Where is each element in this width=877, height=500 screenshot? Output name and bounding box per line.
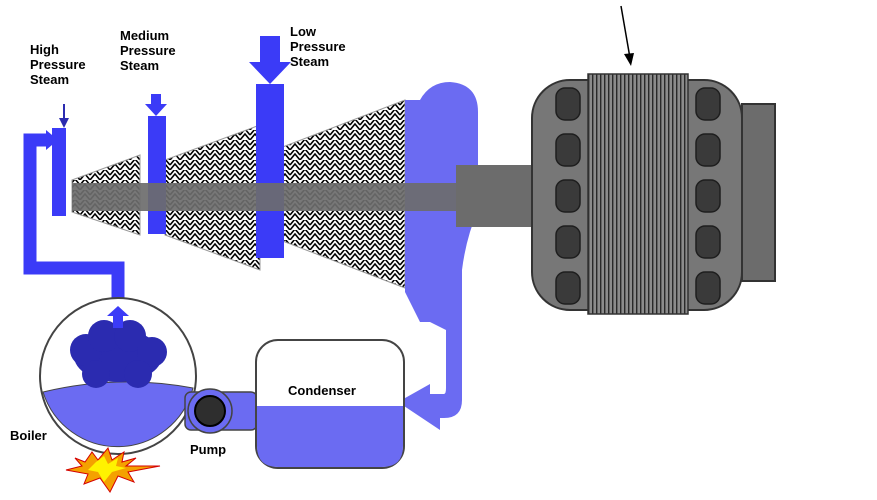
feed-steam-pipe [23, 133, 125, 300]
low-pressure-inlet-pipe [256, 84, 284, 258]
boiler-water [42, 381, 194, 448]
high-pressure-inlet-pipe [52, 128, 66, 216]
steam-cloud [70, 320, 167, 388]
medium-pressure-steam-label: Medium Pressure Steam [120, 28, 176, 73]
low-pressure-steam-label: Low Pressure Steam [290, 24, 346, 69]
boiler-steam-arrow [107, 306, 129, 328]
exhaust-downcomer [398, 322, 462, 430]
medium-pressure-inlet-pipe [148, 116, 166, 234]
low-pressure-inlet-arrow [249, 36, 291, 84]
boiler-label: Boiler [10, 428, 47, 443]
condenser-label: Condenser [288, 383, 356, 398]
generator-slots-right [695, 87, 721, 305]
high-pressure-steam-label: High Pressure Steam [30, 42, 86, 87]
generator-slots-left [555, 87, 581, 305]
pump-rotor [194, 395, 226, 427]
generator-winding [587, 73, 689, 315]
medium-pressure-inlet-arrow [145, 94, 167, 116]
turbine-rotor-shaft [72, 183, 460, 211]
condenser-water [257, 406, 403, 467]
pump-label: Pump [190, 442, 227, 457]
generator-end-cap [741, 103, 776, 282]
burner-flame-core [88, 456, 126, 482]
generator-shaft [456, 165, 536, 227]
generator-pointer-arrow [620, 5, 634, 66]
high-pressure-inlet-arrow [59, 104, 69, 128]
